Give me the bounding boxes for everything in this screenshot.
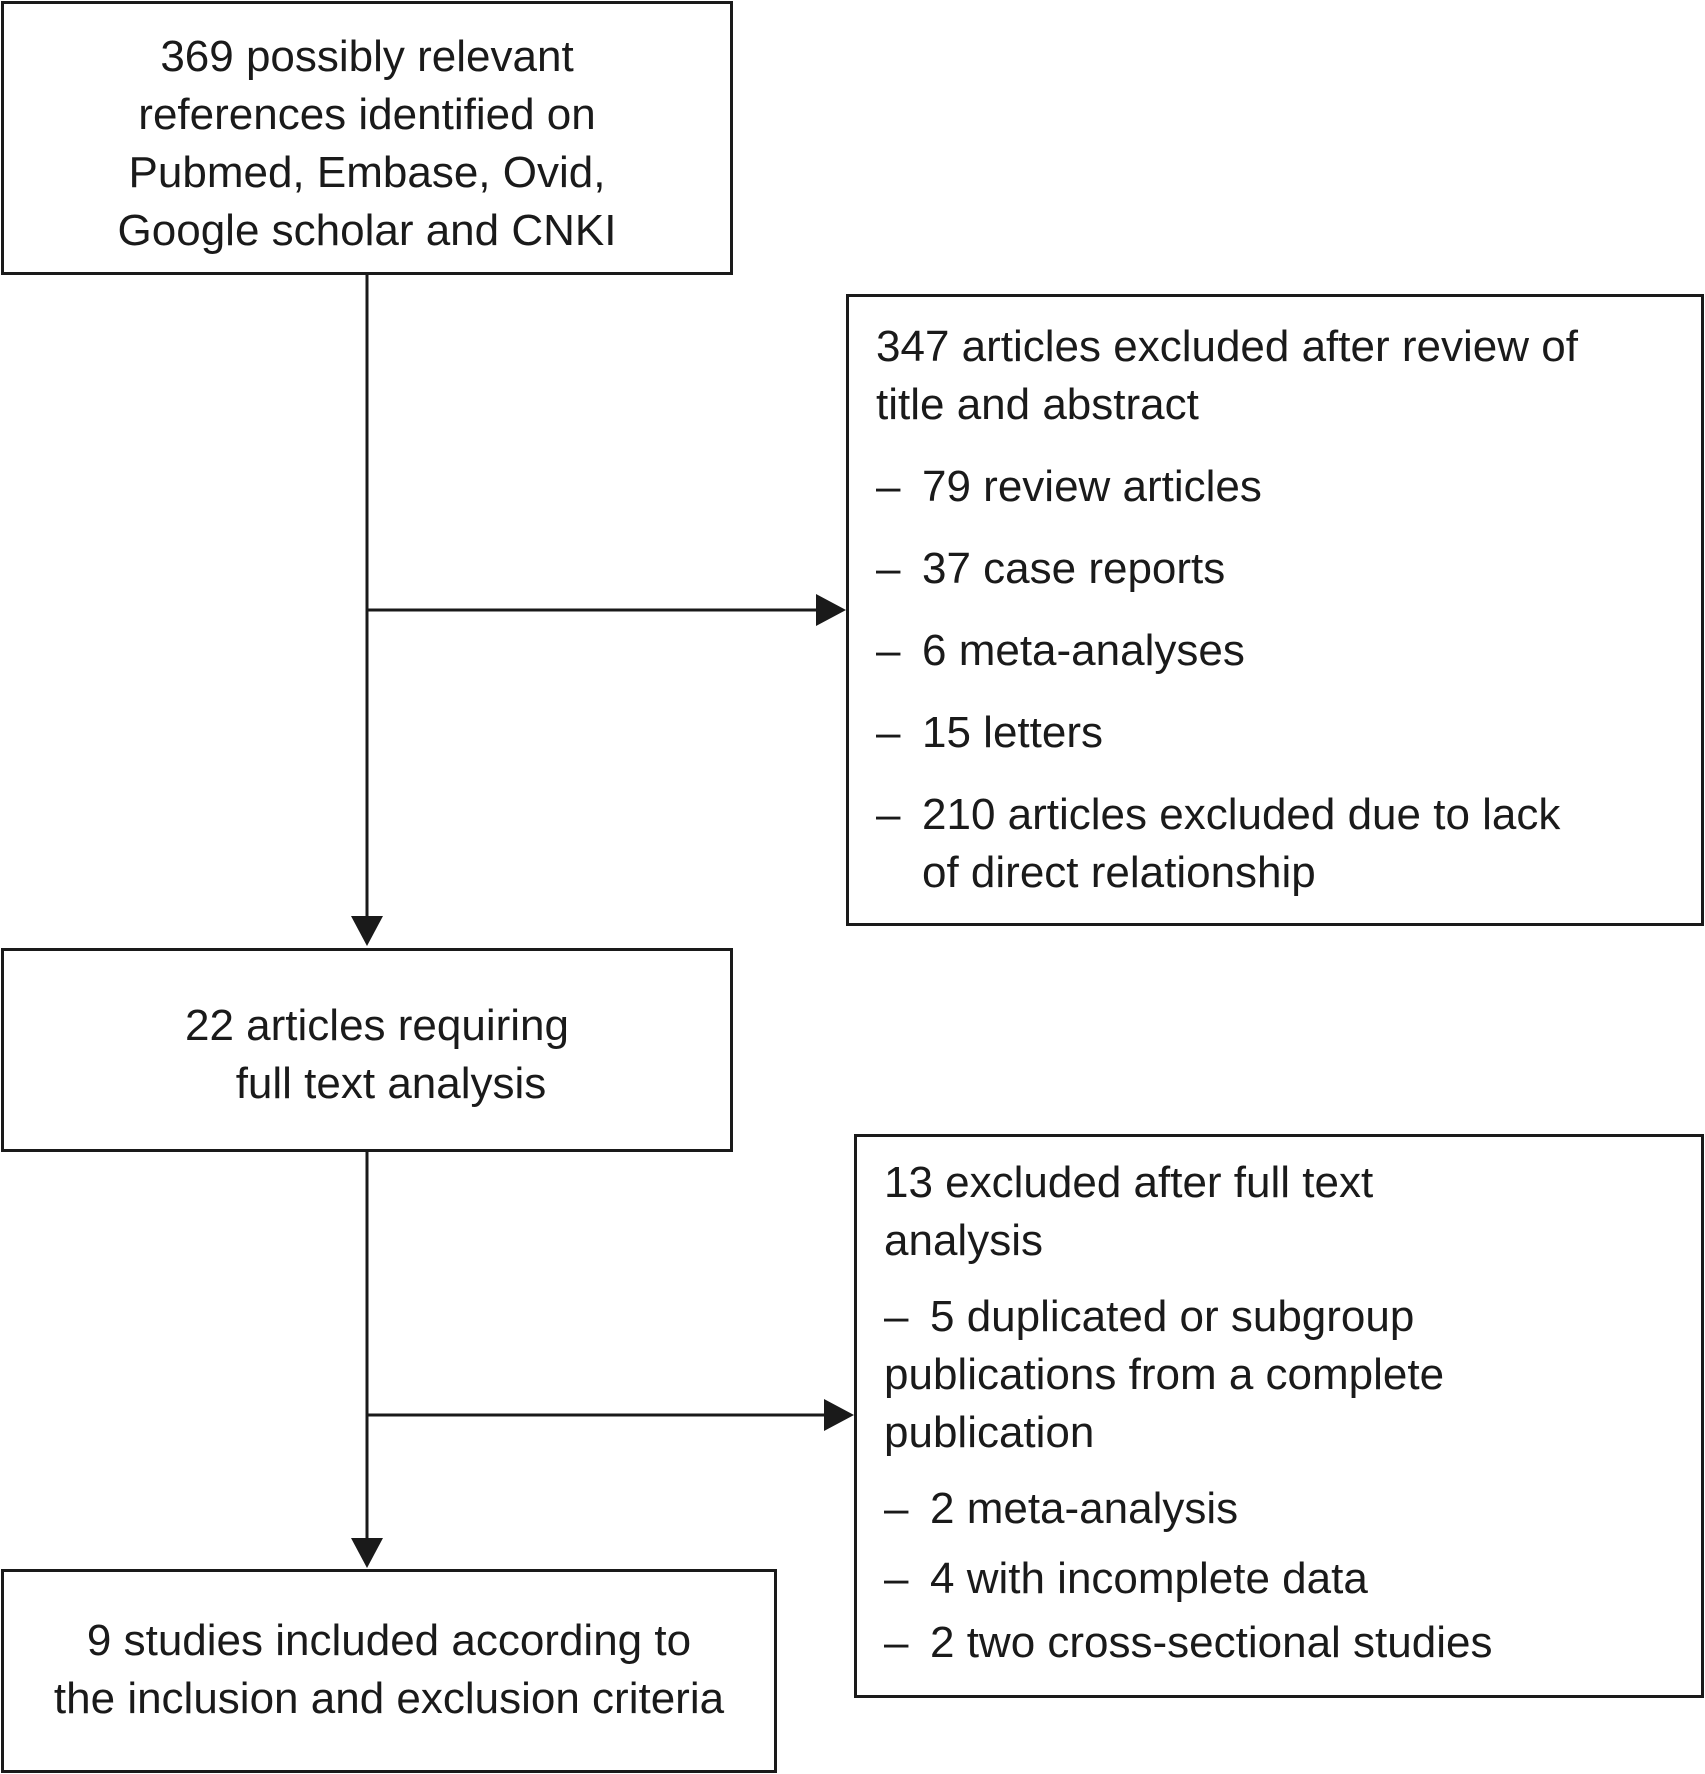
identified-references-box: 369 possibly relevant references identif… — [1, 1, 733, 275]
exclusion-item-text: publications from a complete — [884, 1350, 1445, 1399]
arrowhead-right-1 — [816, 594, 846, 626]
dash-bullet: – — [884, 1292, 909, 1341]
exclusions-heading: analysis — [884, 1216, 1043, 1265]
exclusion-item-text: 79 review articles — [922, 462, 1262, 511]
included-line: 9 studies included according to — [86, 1616, 692, 1665]
arrowhead-down-2 — [351, 1538, 383, 1568]
full-text-exclusions-box: 13 excluded after full text analysis – 5… — [854, 1134, 1704, 1698]
exclusion-item: – 4 with incomplete data — [884, 1550, 1681, 1608]
exclusion-item-text: 15 letters — [922, 708, 1103, 757]
dash-bullet: – — [884, 1618, 909, 1667]
full-text-line: 22 articles requiring — [185, 1001, 569, 1050]
dash-bullet: – — [876, 790, 901, 839]
exclusion-item-text: 6 meta-analyses — [922, 626, 1245, 675]
exclusions-heading: 347 articles excluded after review of — [876, 322, 1578, 371]
title-abstract-exclusions-box: 347 articles excluded after review of ti… — [846, 294, 1704, 926]
identified-line: 369 possibly relevant — [160, 32, 574, 81]
exclusion-item-text: 2 two cross-sectional studies — [930, 1618, 1493, 1667]
identified-line: Pubmed, Embase, Ovid, — [128, 148, 606, 197]
dash-bullet: – — [876, 626, 901, 675]
exclusion-item-text: 210 articles excluded due to lack — [922, 790, 1561, 839]
dash-bullet: – — [876, 462, 901, 511]
dash-bullet: – — [884, 1484, 909, 1533]
exclusion-item-text: publication — [884, 1408, 1095, 1457]
full-text-line: full text analysis — [235, 1059, 547, 1108]
exclusion-item: – 2 meta-analysis — [884, 1480, 1681, 1538]
dash-bullet: – — [884, 1554, 909, 1603]
dash-bullet: – — [876, 708, 901, 757]
arrowhead-right-2 — [824, 1399, 854, 1431]
identified-line: references identified on — [138, 90, 596, 139]
exclusion-item-text: 5 duplicated or subgroup — [930, 1292, 1415, 1341]
exclusion-item: – 5 duplicated or subgroup publications … — [884, 1288, 1681, 1462]
dash-bullet: – — [876, 544, 901, 593]
identified-line: Google scholar and CNKI — [117, 206, 617, 255]
exclusion-item: – 6 meta-analyses — [876, 622, 1681, 680]
full-text-analysis-box: 22 articles requiring full text analysis — [1, 948, 733, 1152]
exclusion-item: – 210 articles excluded due to lack of d… — [876, 786, 1681, 902]
exclusion-item: – 37 case reports — [876, 540, 1681, 598]
exclusions-heading: title and abstract — [876, 380, 1199, 429]
exclusion-item: – 15 letters — [876, 704, 1681, 762]
exclusion-item-text: 37 case reports — [922, 544, 1226, 593]
exclusion-item-text: of direct relationship — [922, 848, 1316, 897]
studies-included-box: 9 studies included according to the incl… — [1, 1569, 777, 1773]
exclusion-item: – 79 review articles — [876, 458, 1681, 516]
exclusions-heading: 13 excluded after full text — [884, 1158, 1374, 1207]
arrowhead-down-1 — [351, 916, 383, 946]
included-line: the inclusion and exclusion criteria — [53, 1674, 725, 1723]
exclusion-item-text: 4 with incomplete data — [930, 1554, 1368, 1603]
exclusion-item-text: 2 meta-analysis — [930, 1484, 1239, 1533]
exclusion-item: – 2 two cross-sectional studies — [884, 1614, 1681, 1672]
